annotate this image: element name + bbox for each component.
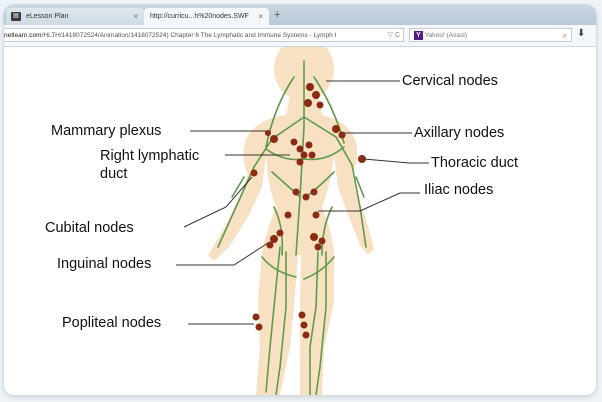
label-thoracic-duct: Thoracic duct	[431, 155, 519, 171]
tab-bar: ▤ eLesson Plan × http://curricu...h%20no…	[4, 5, 596, 25]
tab-title: eLesson Plan	[26, 13, 69, 20]
search-box[interactable]: Y Yahoo! (Avast) ⌕	[409, 28, 572, 42]
tab-elesson-plan[interactable]: ▤ eLesson Plan ×	[6, 8, 144, 25]
yahoo-icon: Y	[414, 30, 423, 40]
search-placeholder: Yahoo! (Avast)	[424, 32, 468, 39]
lymph-diagram: Cervical nodes Mammary plexus Axillary n…	[4, 47, 596, 395]
url-domain: netlearn.com	[4, 32, 42, 39]
body-silhouette	[208, 47, 374, 395]
tab-swf[interactable]: http://curricu...h%20nodes.SWF ×	[144, 8, 269, 25]
label-iliac-nodes: Iliac nodes	[424, 182, 494, 198]
nav-bar: netlearn.com/HLTH/1418072524/Animation/1…	[4, 25, 596, 47]
new-tab-button[interactable]: +	[274, 9, 281, 21]
close-icon[interactable]: ×	[258, 12, 263, 21]
search-icon[interactable]: ⌕	[562, 31, 567, 40]
label-axillary-nodes: Axillary nodes	[414, 125, 505, 141]
label-cervical-nodes: Cervical nodes	[402, 73, 498, 89]
label-duct: duct	[100, 166, 128, 182]
label-inguinal-nodes: Inguinal nodes	[57, 256, 152, 272]
url-path: /HLTH/1418072524/Animation/1418072524) C…	[41, 32, 337, 39]
leader-lines	[176, 80, 429, 325]
lymph-nodes	[250, 83, 366, 339]
close-icon[interactable]: ×	[133, 12, 138, 21]
label-mammary-plexus: Mammary plexus	[51, 123, 162, 139]
label-cubital-nodes: Cubital nodes	[45, 220, 134, 236]
label-popliteal-nodes: Popliteal nodes	[62, 315, 162, 331]
label-right-lymphatic: Right lymphatic	[100, 148, 200, 164]
body-illustration	[176, 47, 429, 395]
tab-title: http://curricu...h%20nodes.SWF	[150, 13, 249, 20]
address-bar[interactable]: netlearn.com/HLTH/1418072524/Animation/1…	[4, 28, 404, 42]
reload-icon[interactable]: ▽ C	[387, 32, 400, 39]
download-icon[interactable]: ⬇	[577, 28, 586, 39]
browser-window: ▤ eLesson Plan × http://curricu...h%20no…	[4, 5, 596, 395]
page-icon: ▤	[11, 12, 21, 21]
